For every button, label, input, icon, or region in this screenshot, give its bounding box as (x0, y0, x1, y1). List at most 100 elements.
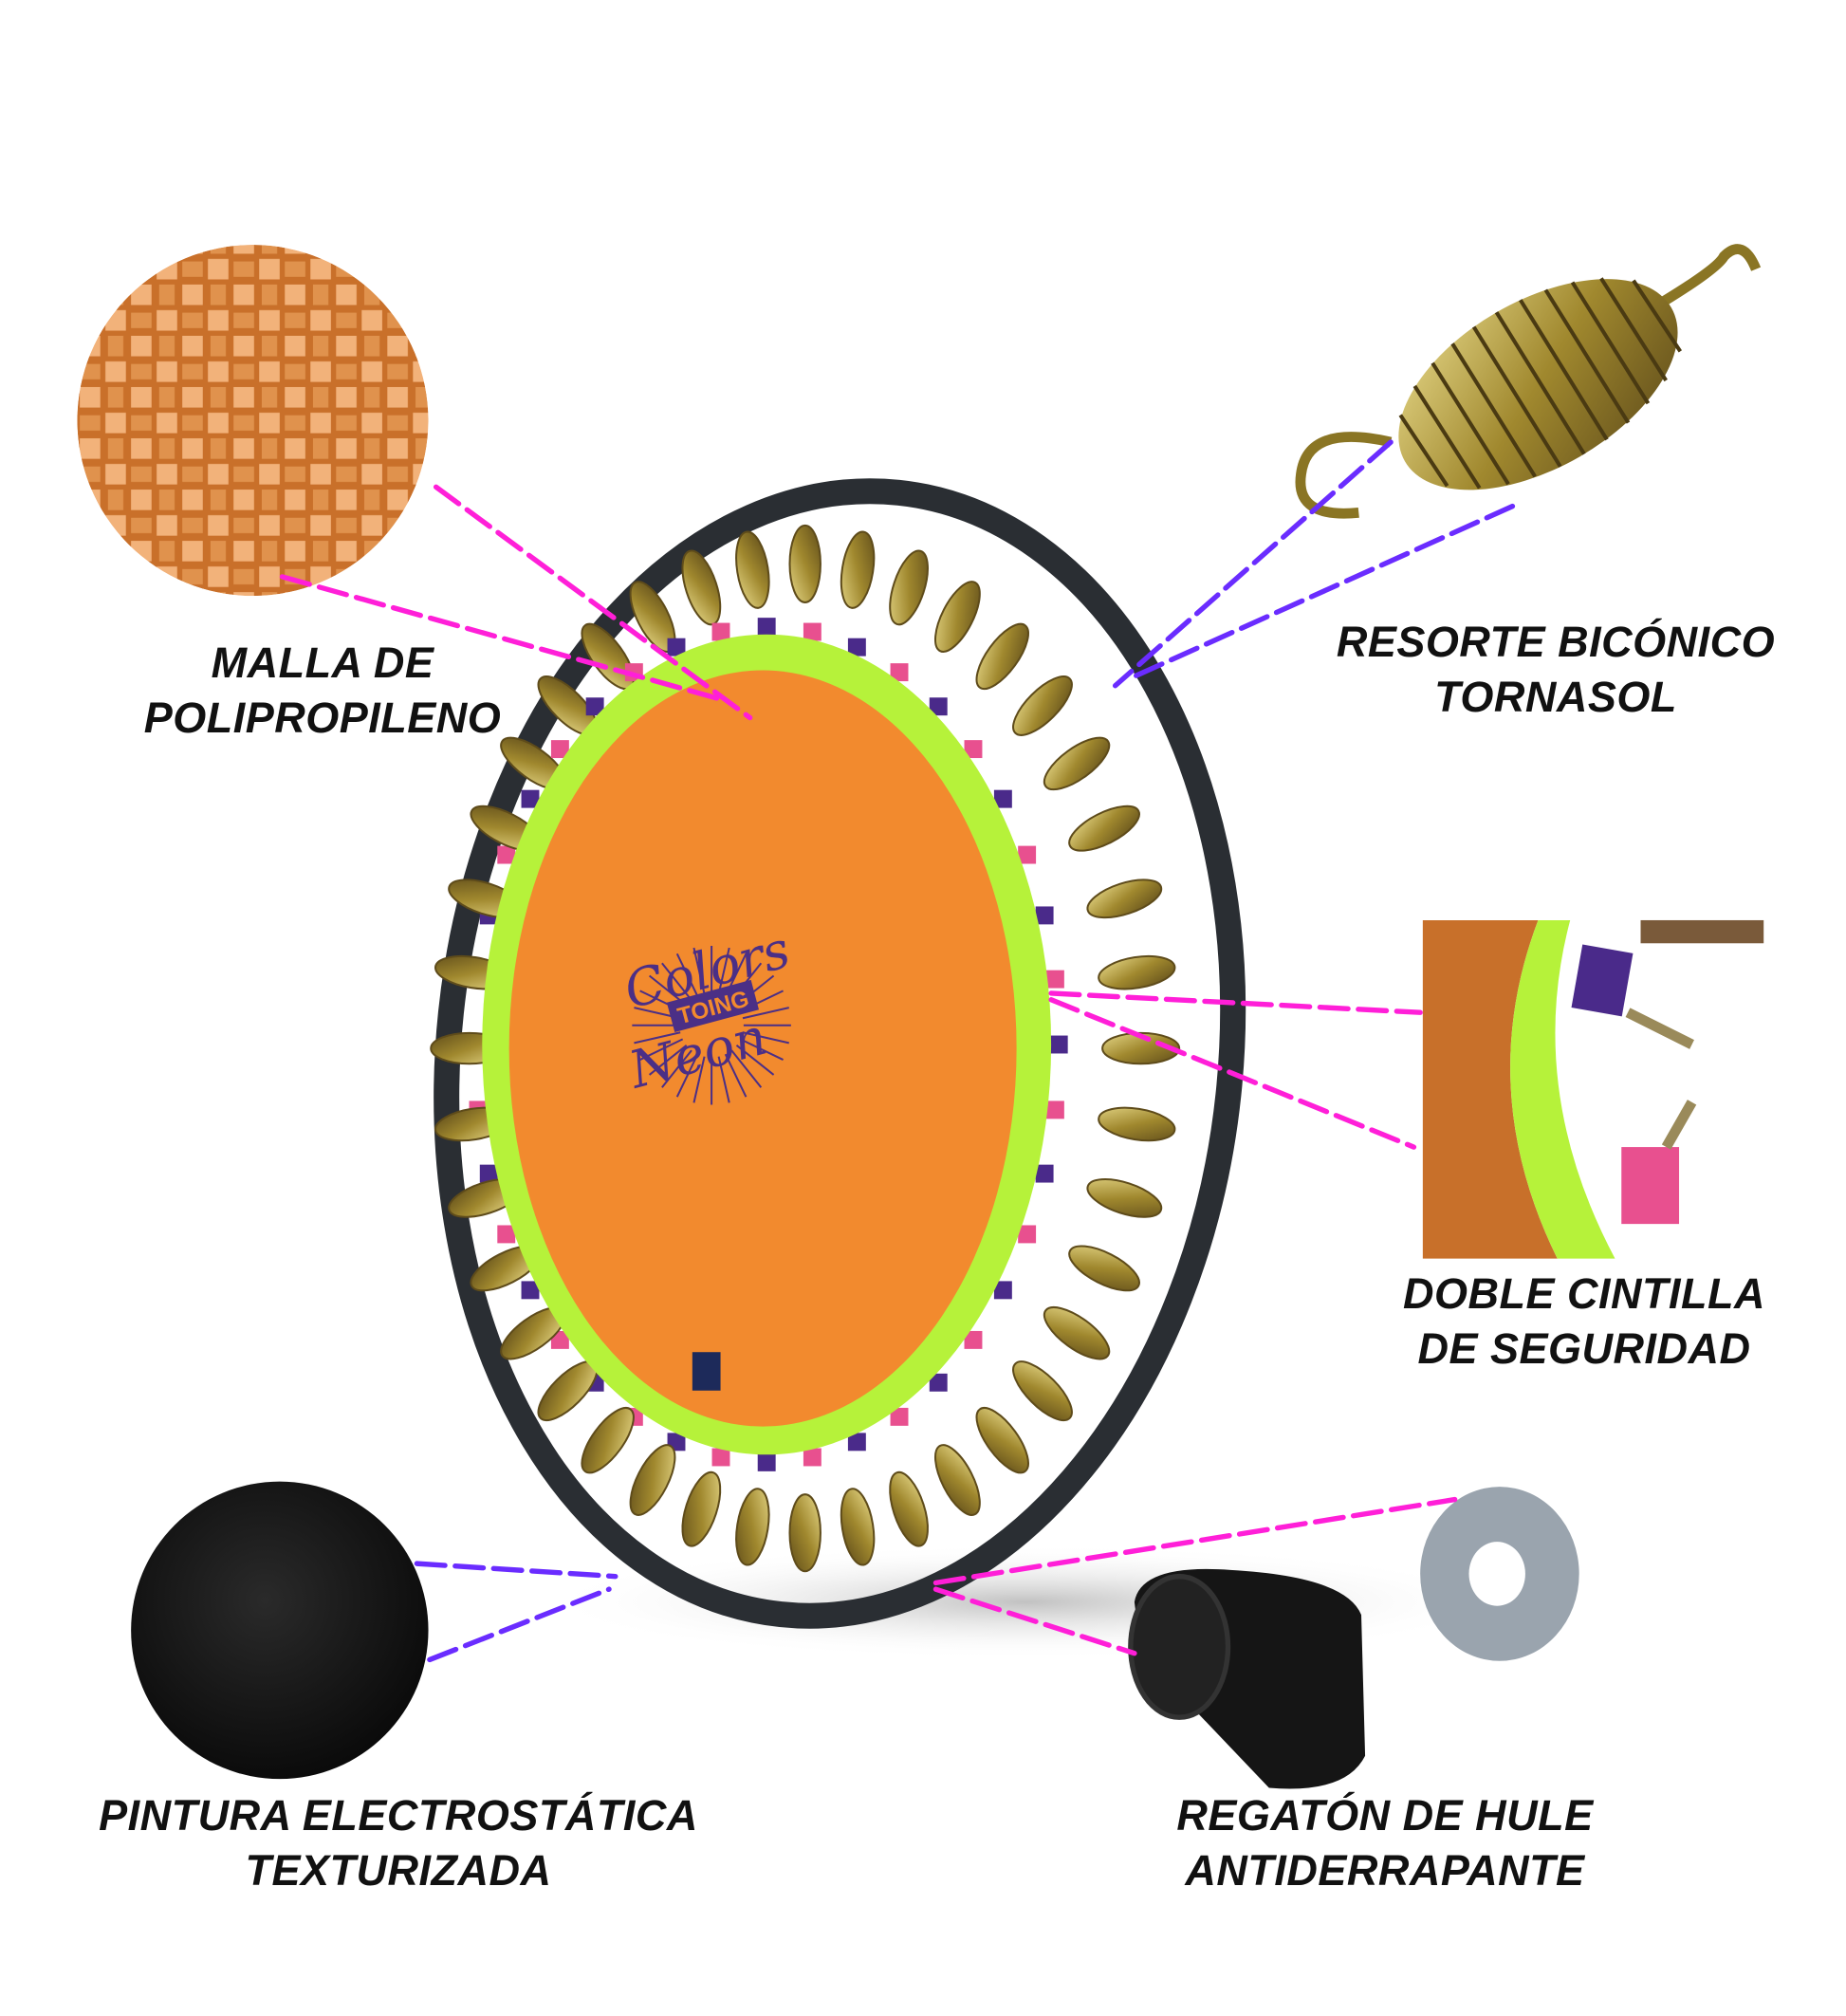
spring (681, 549, 722, 626)
mesh-detail-photo (77, 245, 429, 597)
strap (1035, 1164, 1054, 1183)
label-line: TEXTURIZADA (245, 1846, 552, 1895)
springs-ring (430, 524, 1181, 1573)
logo-ray (730, 1049, 763, 1088)
strap (993, 1281, 1012, 1300)
label-line: MALLA DE (211, 638, 434, 687)
spring (1098, 1106, 1176, 1142)
spring-coil (1570, 281, 1651, 405)
strap (711, 622, 730, 641)
strap (757, 1452, 776, 1471)
spring-coil (1412, 384, 1482, 490)
spring (840, 1488, 876, 1566)
strap (497, 1225, 516, 1244)
spring (1068, 1245, 1140, 1292)
spring (1043, 736, 1111, 791)
label-line: POLIPROPILENO (143, 694, 502, 742)
strap (1035, 906, 1054, 925)
logo-ray (742, 1007, 789, 1020)
strap (667, 638, 686, 657)
spring-coil (1543, 288, 1631, 424)
spring (581, 1407, 635, 1474)
spring (629, 1444, 676, 1516)
label-strap: DOBLE CINTILLA DE SEGURIDAD (1347, 1267, 1821, 1377)
steel-frame (434, 478, 1246, 1629)
strap (890, 663, 909, 682)
logo-ray (717, 1056, 730, 1103)
spring (840, 530, 876, 609)
strap (521, 789, 540, 808)
strap (1045, 970, 1064, 989)
spring (788, 524, 821, 603)
strap (1018, 845, 1037, 864)
strap (1049, 1035, 1068, 1054)
label-line: RESORTE BICÓNICO (1336, 618, 1776, 666)
logo-ray (661, 962, 692, 1001)
strap (757, 618, 776, 637)
spring (681, 1470, 722, 1547)
label-line: DOBLE CINTILLA (1403, 1269, 1765, 1318)
strap-detail-photo (1422, 919, 1764, 1259)
spring (889, 1470, 929, 1547)
strap (550, 740, 569, 759)
spring (889, 549, 929, 626)
logo-ray (675, 1053, 699, 1098)
spring-detail-photo (1295, 244, 1762, 519)
spring (788, 1493, 821, 1573)
logo-ray (675, 953, 699, 997)
spring (1043, 1305, 1111, 1360)
rubber-foot-photo (1128, 1568, 1366, 1789)
strap (847, 638, 866, 657)
jump-mat (508, 670, 1017, 1427)
label-foot: REGATÓN DE HULE ANTIDERRAPANTE (1119, 1788, 1651, 1898)
strap (847, 1433, 866, 1452)
logo-ray (692, 1056, 706, 1103)
spring-coil (1519, 299, 1609, 441)
spring-coil (1471, 325, 1562, 468)
spring (975, 622, 1029, 691)
label-line: TORNASOL (1434, 673, 1677, 721)
spring (975, 1407, 1029, 1474)
strap (964, 740, 983, 759)
textured-paint-photo (131, 1481, 429, 1780)
spring (1086, 1177, 1163, 1218)
strap (890, 1407, 909, 1426)
strap (803, 1448, 821, 1467)
logo-ray (634, 1031, 681, 1045)
label-spring: RESORTE BICÓNICO TORNASOL (1281, 615, 1831, 725)
logo-ray (648, 1045, 688, 1076)
spring (1098, 954, 1176, 990)
spring (1101, 1031, 1181, 1065)
spring (735, 530, 770, 609)
strap (929, 697, 948, 716)
spring-coil (1450, 342, 1537, 478)
spring (933, 1444, 981, 1516)
logo-ray (742, 1031, 789, 1045)
logo-ray (724, 1053, 748, 1098)
strap (521, 1281, 540, 1300)
strap (711, 1448, 730, 1467)
label-mesh: MALLA DE POLIPROPILENO (57, 636, 588, 746)
label-line: ANTIDERRAPANTE (1185, 1846, 1585, 1895)
label-paint: PINTURA ELECTROSTÁTICA TEXTURIZADA (57, 1788, 740, 1898)
strap (497, 845, 516, 864)
label-line: DE SEGURIDAD (1417, 1324, 1751, 1373)
spring (933, 581, 981, 653)
spring-coil (1632, 279, 1683, 353)
strap (803, 622, 821, 641)
spring-coil (1431, 361, 1510, 486)
floor-shadow (538, 1544, 1513, 1660)
label-line: REGATÓN DE HULE (1176, 1791, 1594, 1840)
spring (1012, 675, 1073, 736)
spring-coil (1599, 277, 1668, 382)
logo-ray (735, 1045, 775, 1076)
spring-coil (1494, 311, 1586, 455)
strap (1045, 1100, 1064, 1119)
strap (929, 1373, 948, 1392)
label-line: PINTURA ELECTROSTÁTICA (99, 1791, 698, 1840)
strap (964, 1330, 983, 1349)
spring-coil (1398, 414, 1449, 488)
logo-ray (661, 1049, 692, 1088)
